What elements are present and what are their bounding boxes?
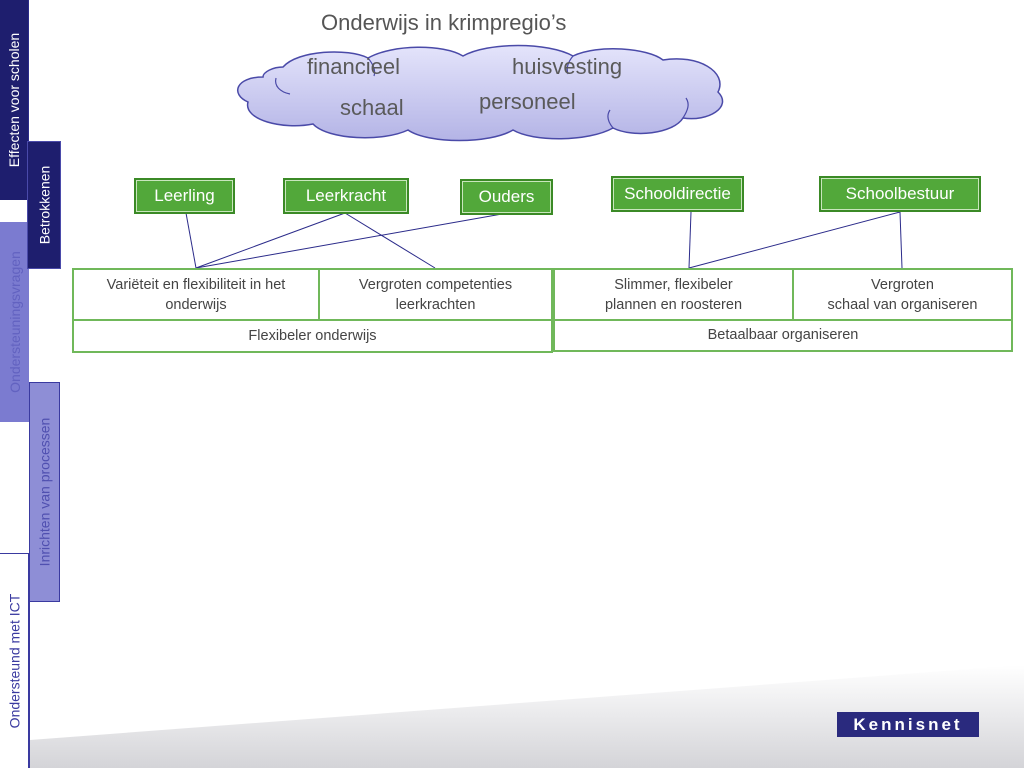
- stakeholder-ouders: Ouders: [460, 179, 553, 215]
- category-flexibeler-onderwijs: Flexibeler onderwijs: [72, 319, 553, 353]
- cloud-word-personeel: personeel: [479, 89, 576, 114]
- stakeholder-schoolbestuur: Schoolbestuur: [819, 176, 981, 212]
- goal-varieteit-flexibiliteit: Variëteit en flexibiliteit in het onderw…: [72, 268, 320, 321]
- goal-text-line: leerkrachten: [395, 297, 476, 313]
- connector-line: [185, 212, 197, 269]
- category-betaalbaar-organiseren: Betaalbaar organiseren: [553, 319, 1013, 352]
- goal-vergroten-schaal: Vergroten schaal van organiseren: [792, 268, 1013, 321]
- tab-effecten-voor-scholen[interactable]: Effecten voor scholen: [0, 0, 29, 200]
- diagram-title: Onderwijs in krimpregio’s: [321, 10, 567, 35]
- category-label: Flexibeler onderwijs: [248, 328, 377, 344]
- goal-text-line: Vergroten: [871, 277, 934, 293]
- category-label: Betaalbaar organiseren: [707, 327, 859, 343]
- cloud-word-huisvesting: huisvesting: [512, 54, 623, 79]
- tab-betrokkenen[interactable]: Betrokkenen: [27, 141, 61, 269]
- connector-line: [688, 211, 901, 269]
- connector-line: [899, 211, 903, 269]
- stakeholder-label: Leerling: [154, 186, 215, 205]
- logo-text: Kennisnet: [853, 714, 963, 734]
- tab-inrichten-van-processen[interactable]: Inrichten van processen: [29, 382, 60, 602]
- connector-line: [195, 212, 346, 269]
- bottom-swoosh: [30, 665, 1024, 768]
- stakeholder-label: Leerkracht: [305, 186, 387, 205]
- tab-ondersteuningsvragen[interactable]: Ondersteuningsvragen: [0, 222, 29, 422]
- goal-slimmer-plannen: Slimmer, flexibeler plannen en roosteren: [553, 268, 794, 321]
- tab-label: Ondersteund met ICT: [6, 593, 22, 729]
- goal-text-line: Variëteit en flexibiliteit in het: [106, 277, 286, 293]
- goal-vergroten-competenties: Vergroten competenties leerkrachten: [318, 268, 553, 321]
- connector-line: [195, 213, 503, 269]
- stakeholder-label: Schooldirectie: [624, 184, 731, 203]
- goal-text-line: plannen en roosteren: [604, 297, 743, 313]
- kennisnet-logo: Kennisnet: [837, 712, 979, 737]
- connector-line: [688, 211, 692, 269]
- goal-text-line: schaal van organiseren: [827, 297, 978, 313]
- stakeholder-label: Ouders: [478, 187, 535, 206]
- connector-lines: [185, 211, 903, 269]
- stakeholder-label: Schoolbestuur: [845, 184, 955, 203]
- tab-label: Inrichten van processen: [36, 417, 53, 567]
- cloud-word-financieel: financieel: [307, 54, 400, 79]
- tab-ondersteund-met-ict[interactable]: Ondersteund met ICT: [0, 553, 30, 768]
- goal-text-line: Vergroten competenties: [358, 277, 513, 293]
- cloud-shape: [237, 44, 724, 142]
- goal-text-line: onderwijs: [165, 297, 227, 313]
- connector-line: [344, 212, 436, 269]
- stakeholder-leerkracht: Leerkracht: [283, 178, 409, 214]
- cloud-word-schaal: schaal: [340, 95, 404, 120]
- stakeholder-leerling: Leerling: [134, 178, 235, 214]
- stakeholder-schooldirectie: Schooldirectie: [611, 176, 744, 212]
- goal-text-line: Slimmer, flexibeler: [614, 277, 733, 293]
